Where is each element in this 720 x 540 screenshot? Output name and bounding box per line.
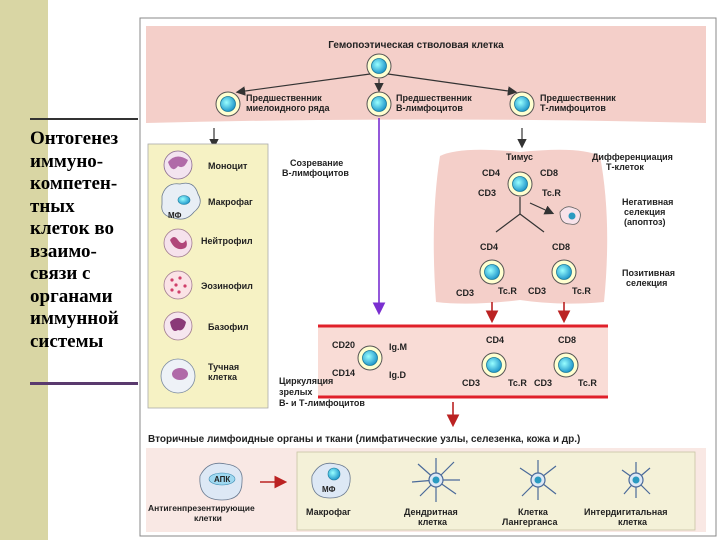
b-maturation-line1: Созревание — [290, 158, 343, 168]
circ-cd14: CD14 — [332, 368, 355, 378]
title-bottom-rule — [30, 382, 138, 385]
mast-cell-label-2: клетка — [208, 372, 238, 382]
interdigital-label-1: Интердигитальная — [584, 507, 667, 517]
monocyte-label: Моноцит — [208, 161, 248, 171]
title-top-rule — [30, 118, 138, 120]
arrow-to-apoptosis — [529, 202, 555, 215]
precursor-b-line2: В-лимфоцитов — [396, 103, 463, 113]
circ-igd: Ig.D — [389, 370, 406, 380]
apc-cell — [199, 462, 243, 501]
neutrophil-label: Нейтрофил — [201, 236, 253, 246]
macrophage-cell — [161, 182, 201, 220]
mast-cell — [160, 358, 196, 394]
circ-b-cell — [357, 345, 383, 371]
thymus-cd3-top: CD3 — [478, 188, 496, 198]
slide-title: Онтогенез иммуно- компетен- тных клеток … — [30, 128, 119, 352]
stem-cell — [366, 53, 392, 79]
dendritic-cell — [411, 458, 460, 502]
apc-caption-line1: Антигенпрезентирующие — [148, 503, 255, 513]
secondary-organs-label: Вторичные лимфоидные органы и ткани (лим… — [148, 433, 580, 445]
precursor-myeloid-cell — [215, 91, 241, 117]
basophil-label: Базофил — [208, 322, 249, 332]
circ-cd3-left: CD3 — [462, 378, 480, 388]
dendritic-label-1: Дендритная — [404, 507, 458, 517]
thymus-cd8-cell — [551, 259, 577, 285]
macrophage-apc-label: Макрофаг — [306, 507, 351, 517]
circ-tcr-left: Tc.R — [508, 378, 527, 388]
macrophage-label: Макрофаг — [208, 197, 253, 207]
thymus-cd8-top: CD8 — [540, 168, 558, 178]
bone-marrow-band — [146, 26, 706, 123]
t-diff-line2: Т-клеток — [606, 162, 644, 172]
circ-cd4-cell — [481, 352, 507, 378]
thymus-cd3-right: CD3 — [528, 286, 546, 296]
circulation-line3: В- и Т-лимфоцитов — [279, 398, 365, 408]
b-maturation-line2: В-лимфоцитов — [282, 168, 349, 178]
pos-selection-line1: Позитивная — [622, 268, 675, 278]
langerhans-label-2: Лангерганса — [502, 517, 559, 527]
neutrophil-cell — [163, 228, 193, 258]
dendritic-label-2: клетка — [418, 517, 448, 527]
eosinophil-cell — [163, 270, 193, 300]
precursor-t-line2: Т-лимфоцитов — [540, 103, 606, 113]
thymus-branch-left — [495, 213, 521, 233]
precursor-b-line1: Предшественник — [396, 93, 472, 103]
circulation-line2: зрелых — [279, 387, 312, 397]
circulation-line1: Циркуляция — [279, 376, 333, 386]
apc-label: АПК — [214, 475, 230, 484]
interdigital-cell — [621, 462, 651, 498]
monocyte-cell — [163, 150, 193, 180]
thymus-cd4-mid: CD4 — [480, 242, 498, 252]
sidebar-band — [0, 0, 48, 540]
langerhans-label-1: Клетка — [518, 507, 549, 517]
t-diff-line1: Дифференциация — [592, 152, 673, 162]
thymus-branch-right — [519, 213, 545, 233]
mast-cell-label-1: Тучная — [208, 362, 239, 372]
circ-cd20: CD20 — [332, 340, 355, 350]
diagram-frame — [139, 17, 717, 537]
thymus-cd4-top: CD4 — [482, 168, 500, 178]
thymus-progenitor-cell — [507, 171, 533, 197]
macrophage-apc-cell — [311, 462, 351, 499]
langerhans-cell — [519, 460, 557, 500]
basophil-cell — [163, 311, 193, 341]
thymus-tcr-left: Tc.R — [498, 286, 517, 296]
circ-cd8: CD8 — [558, 335, 576, 345]
precursor-myeloid-line1: Предшественник — [246, 93, 322, 103]
circ-igm: Ig.M — [389, 342, 407, 352]
macrophage-mf-label: МФ — [168, 211, 182, 220]
circ-cd8-cell — [553, 352, 579, 378]
thymus-cd3-left: CD3 — [456, 288, 474, 298]
thymus-cd8-mid: CD8 — [552, 242, 570, 252]
circ-cd4: CD4 — [486, 335, 504, 345]
precursor-t-line1: Предшественник — [540, 93, 616, 103]
neg-selection-line3: (апоптоз) — [624, 217, 666, 227]
precursor-b-cell — [366, 91, 392, 117]
apoptotic-cell — [559, 206, 581, 225]
pos-selection-line2: селекция — [626, 278, 667, 288]
neg-selection-line1: Негативная — [622, 197, 673, 207]
thymus-label: Тимус — [506, 152, 533, 162]
macrophage-apc-mf: МФ — [322, 485, 336, 494]
circ-cd3-right: CD3 — [534, 378, 552, 388]
precursor-myeloid-line2: миелоидного ряда — [246, 103, 330, 113]
arrow-stem-to-t — [387, 73, 518, 96]
thymus-cd4-cell — [479, 259, 505, 285]
eosinophil-label: Эозинофил — [201, 281, 253, 291]
apc-caption-line2: клетки — [194, 513, 222, 523]
stem-cell-label: Гемопоэтическая стволовая клетка — [328, 40, 504, 51]
apc-types-panel — [296, 451, 696, 531]
thymus-tcr-top: Tc.R — [542, 188, 561, 198]
neg-selection-line2: селекция — [624, 207, 665, 217]
thymus-tcr-right: Tc.R — [572, 286, 591, 296]
precursor-t-cell — [509, 91, 535, 117]
circ-tcr-right: Tc.R — [578, 378, 597, 388]
arrow-stem-to-myeloid — [235, 73, 371, 96]
interdigital-label-2: клетка — [618, 517, 648, 527]
